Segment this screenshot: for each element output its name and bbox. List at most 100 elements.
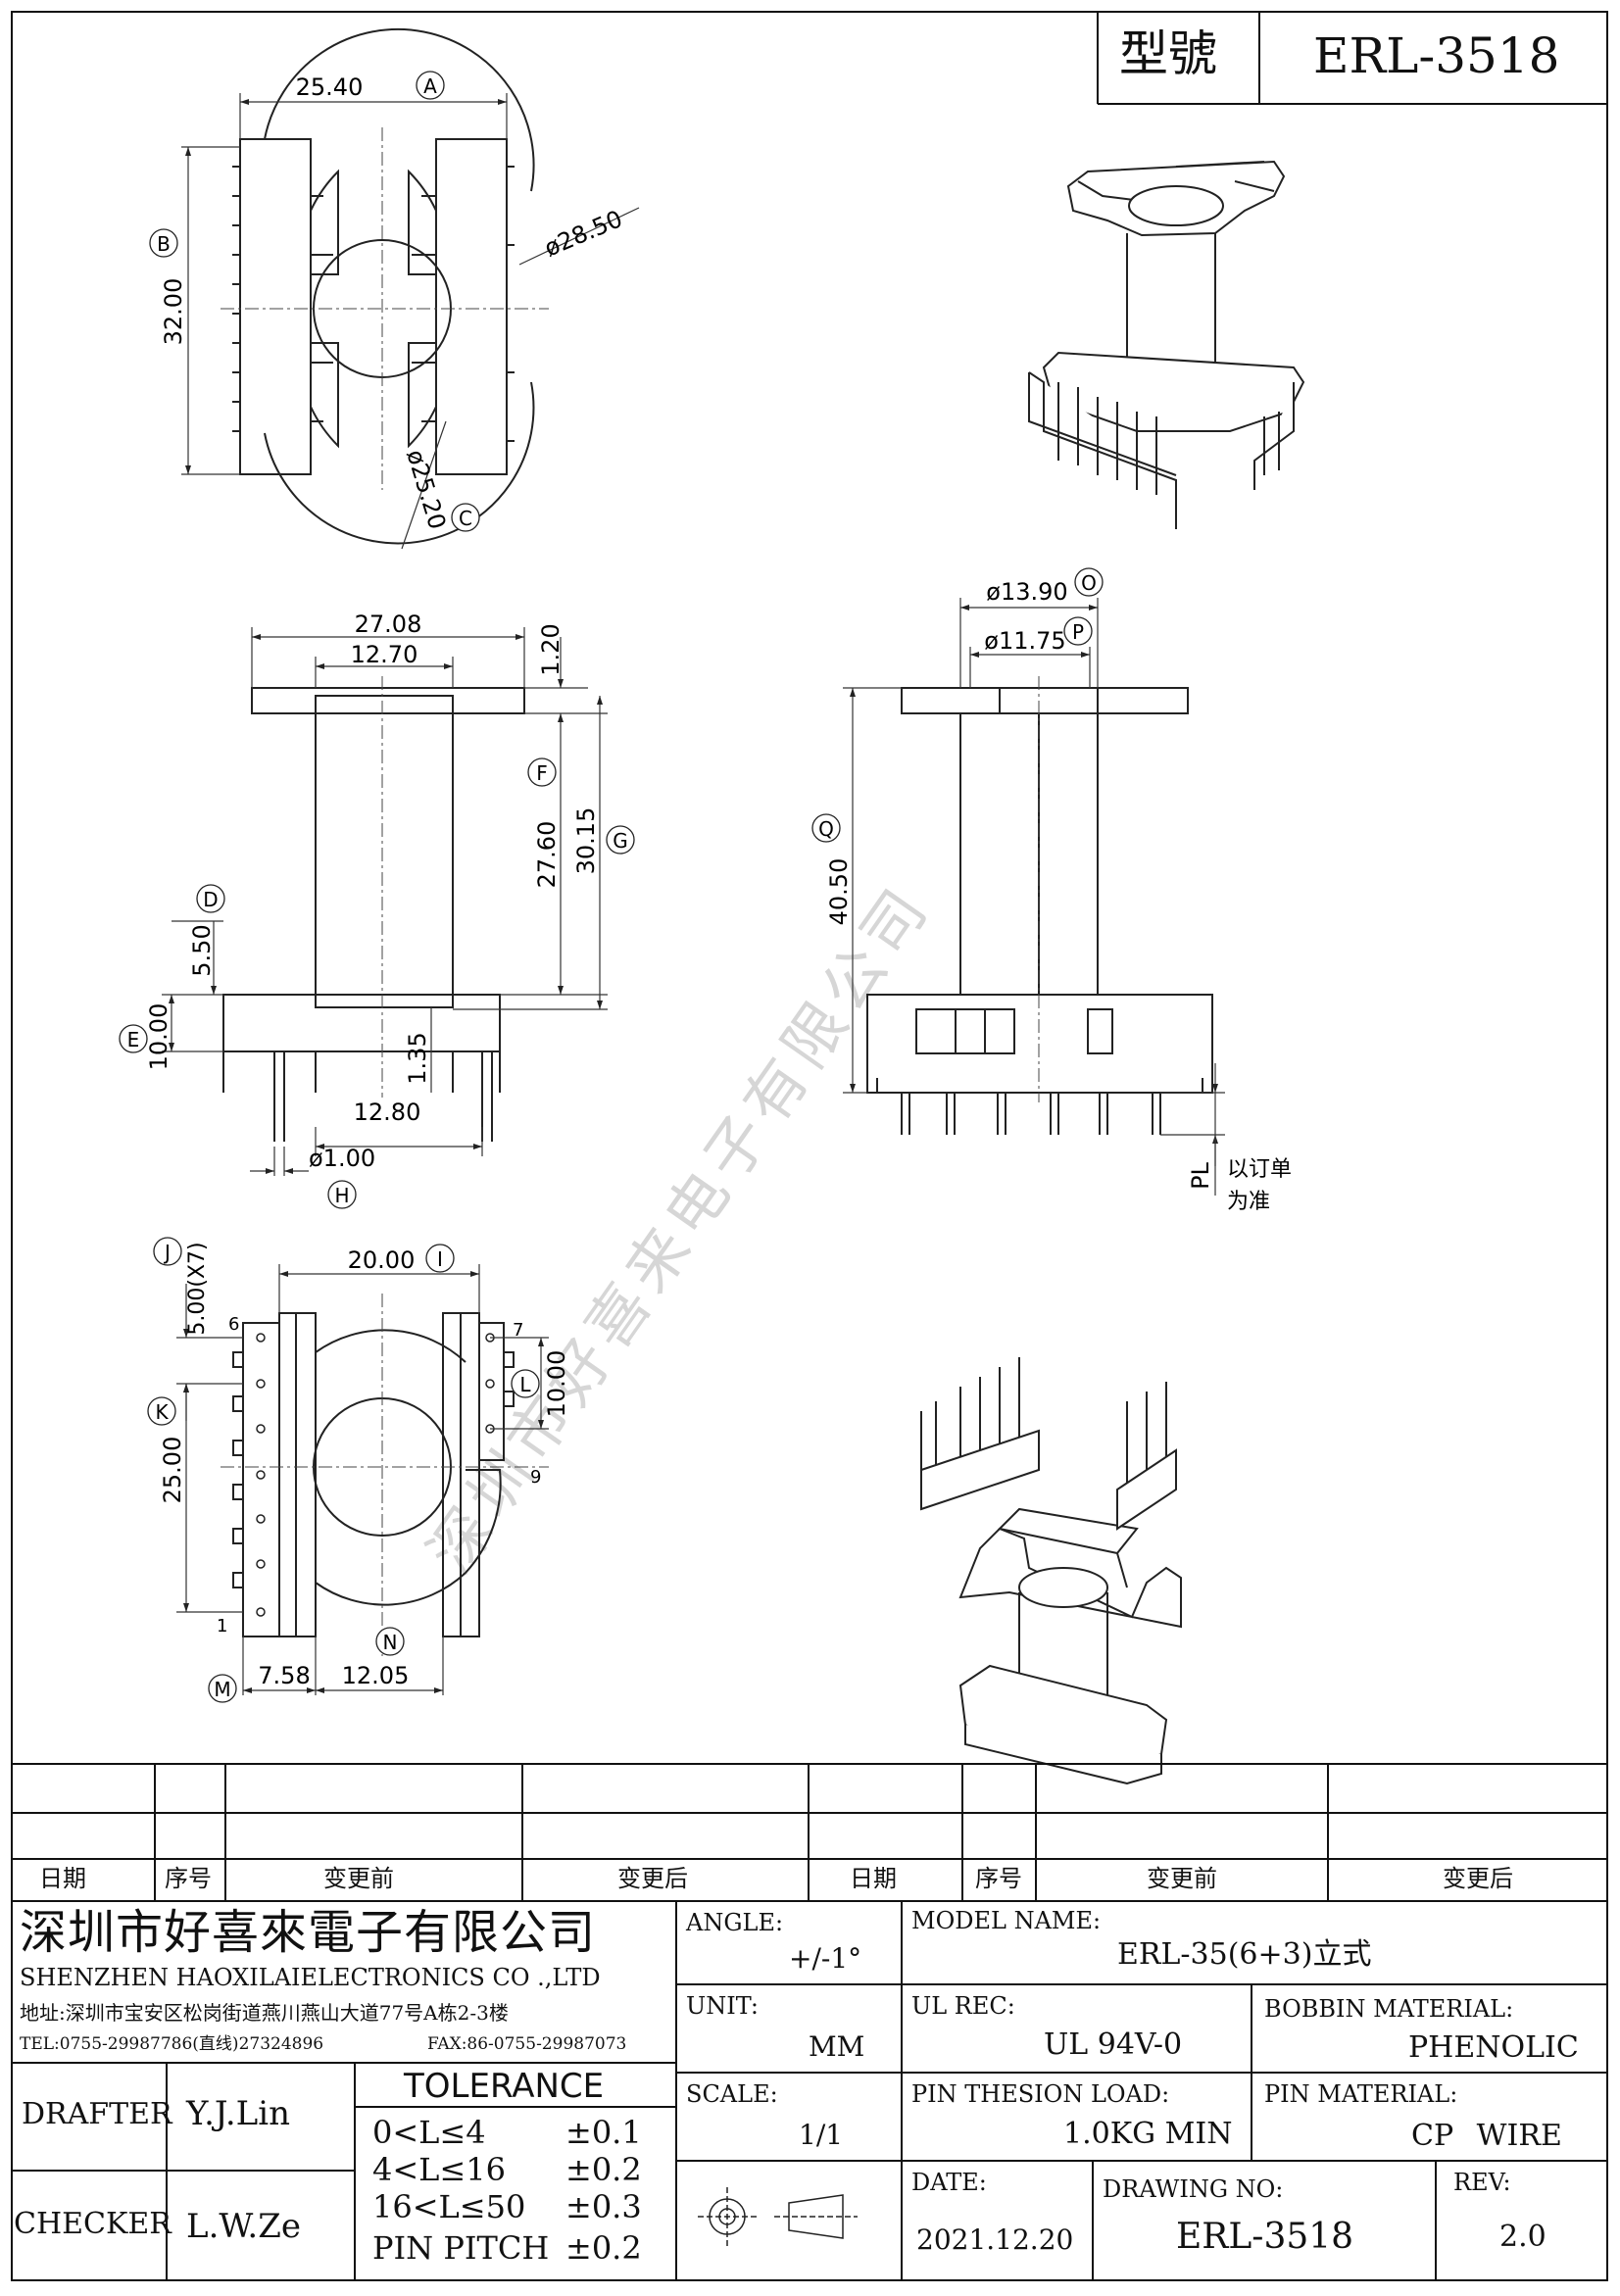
bobbin-material-value: PHENOLIC: [1408, 2030, 1579, 2065]
dim-b-value: 32.00: [160, 278, 187, 346]
dim-pl: PL: [1187, 1161, 1214, 1189]
rev-col-seq-1: 序号: [165, 1865, 212, 1892]
tolerance-value-4: ±0.2: [565, 2229, 642, 2267]
svg-text:B: B: [157, 232, 171, 256]
dim-i-value: 20.00: [348, 1246, 416, 1274]
company-tel: TEL:0755-29987786(直线)27324896: [20, 2034, 324, 2054]
model-name-label: MODEL NAME:: [911, 1907, 1102, 1934]
sheet-border: [11, 11, 1608, 2281]
checker-value: L.W.Ze: [186, 2207, 301, 2246]
rev-value: 2.0: [1499, 2220, 1546, 2254]
dim-q-tag: Q: [811, 813, 841, 843]
dim-g-value: 30.15: [572, 807, 600, 875]
dim-o-value: ø13.90: [986, 578, 1067, 606]
ul-rec-label: UL REC:: [911, 1992, 1015, 2020]
pin-9-label: 9: [530, 1467, 541, 1488]
tolerance-value-3: ±0.3: [565, 2188, 642, 2225]
date-label: DATE:: [911, 2169, 987, 2196]
rev-col-date-2: 日期: [850, 1865, 897, 1892]
dim-k-value: 25.00: [159, 1437, 186, 1504]
rev-col-seq-2: 序号: [975, 1865, 1022, 1892]
unit-value: MM: [809, 2030, 865, 2063]
company-name-en: SHENZHEN HAOXILAIELECTRONICS CO .,LTD: [20, 1964, 601, 1991]
rev-col-after-2: 变更后: [1443, 1865, 1513, 1892]
watermark-text: 深圳市好喜来电子有限公司: [414, 871, 945, 1587]
rev-label: REV:: [1453, 2169, 1511, 2196]
front-view: [222, 687, 525, 1142]
svg-text:C: C: [459, 507, 472, 530]
dim-g-tag: G: [606, 825, 635, 855]
dim-j-value: 5.00(X7): [185, 1242, 210, 1335]
drawing-no-value: ERL-3518: [1176, 2217, 1354, 2257]
dim-gap: 1.35: [404, 1032, 431, 1084]
dim-k-tag: K: [147, 1396, 176, 1426]
iso-view-top: [1028, 160, 1305, 529]
dim-q-value: 40.50: [825, 858, 853, 926]
side-view: [866, 687, 1213, 1135]
svg-text:L: L: [519, 1373, 531, 1396]
top-view-centerlines: [221, 127, 549, 490]
tolerance-title: TOLERANCE: [404, 2067, 605, 2106]
projection-symbol: [698, 2187, 858, 2246]
pl-note-line1: 以订单: [1227, 1157, 1292, 1182]
svg-text:E: E: [127, 1028, 140, 1051]
svg-text:N: N: [383, 1631, 398, 1654]
iso-view-bottom: [920, 1357, 1182, 1785]
front-view-dims: [162, 627, 608, 1176]
drafter-label: DRAFTER: [22, 2097, 172, 2131]
tolerance-value-2: ±0.2: [565, 2151, 642, 2188]
dim-n-tag: N: [375, 1627, 405, 1656]
top-view: [232, 27, 535, 545]
dim-l-value: 10.00: [543, 1350, 570, 1418]
tolerance-value-1: ±0.1: [565, 2114, 642, 2151]
tolerance-range-2: 4<L≤16: [372, 2151, 506, 2188]
svg-text:Q: Q: [818, 817, 834, 841]
side-view-dims: [843, 598, 1225, 1196]
svg-text:A: A: [423, 74, 437, 98]
dim-flange-thickness: 1.20: [537, 623, 565, 675]
dim-m-value: 7.58: [258, 1662, 310, 1689]
dim-n-value: 12.05: [342, 1662, 410, 1689]
bobbin-material-label: BOBBIN MATERIAL:: [1264, 1995, 1514, 2023]
angle-label: ANGLE:: [686, 1909, 784, 1936]
dim-a-tag: A: [416, 71, 445, 100]
svg-text:H: H: [334, 1184, 349, 1207]
dim-f-tag: F: [527, 757, 557, 787]
scale-label: SCALE:: [686, 2080, 778, 2108]
model-name-value: ERL-35(6+3)立式: [1117, 1937, 1372, 1972]
dim-slot-width: 12.70: [351, 641, 418, 668]
dim-c-tag: C: [451, 503, 480, 532]
bottom-view-centerlines: [221, 1294, 549, 1656]
ul-rec-value: UL 94V-0: [1044, 2027, 1183, 2062]
dim-l-tag: L: [511, 1369, 540, 1398]
svg-text:K: K: [155, 1400, 169, 1424]
company-name-cn: 深圳市好喜來電子有限公司: [20, 1905, 597, 1960]
pin-load-label: PIN THESION LOAD:: [911, 2080, 1170, 2108]
tolerance-range-4: PIN PITCH: [372, 2229, 550, 2267]
company-fax: FAX:86-0755-29987073: [427, 2034, 627, 2054]
dim-d-value: 5.50: [188, 924, 216, 976]
drafter-value: Y.J.Lin: [186, 2094, 291, 2133]
svg-text:D: D: [203, 888, 218, 911]
checker-label: CHECKER: [14, 2207, 172, 2241]
dim-j-tag: J: [153, 1237, 182, 1266]
dim-h-tag: H: [327, 1180, 357, 1209]
dim-outer-dia: ø28.50: [540, 205, 626, 262]
svg-text:J: J: [163, 1241, 171, 1264]
scale-value: 1/1: [799, 2119, 844, 2151]
pl-note-line2: 为准: [1227, 1190, 1270, 1214]
dim-e-tag: E: [119, 1024, 148, 1053]
drawing-no-label: DRAWING NO:: [1103, 2175, 1284, 2203]
title-block-grid: [12, 1763, 1607, 2280]
svg-text:P: P: [1072, 620, 1084, 644]
model-number: ERL-3518: [1313, 27, 1560, 84]
tolerance-range-1: 0<L≤4: [372, 2114, 486, 2151]
pin-material-label: PIN MATERIAL:: [1264, 2080, 1458, 2108]
tolerance-range-3: 16<L≤50: [372, 2188, 526, 2225]
pin-6-label: 6: [228, 1314, 239, 1335]
svg-text:G: G: [613, 829, 628, 853]
dim-b-tag: B: [149, 228, 178, 258]
dim-i-tag: I: [425, 1244, 455, 1273]
unit-label: UNIT:: [686, 1992, 759, 2020]
